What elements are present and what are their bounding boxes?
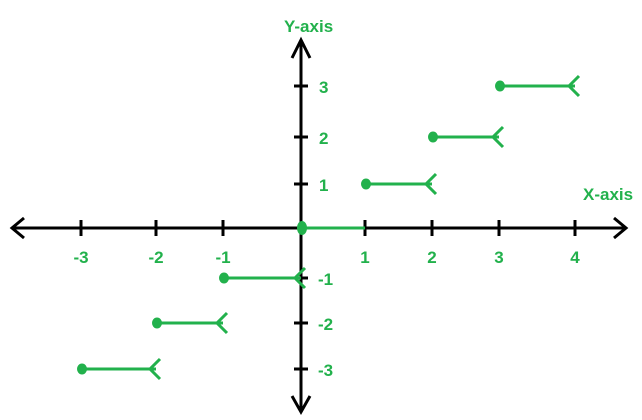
y-tick-label: -2 (318, 315, 333, 334)
open-endpoint-bracket (147, 357, 162, 381)
open-endpoint-bracket (566, 74, 581, 98)
step-segment (495, 74, 581, 98)
y-tick-label: 3 (319, 78, 328, 97)
step-segment (297, 221, 365, 235)
closed-endpoint-dot (297, 221, 307, 235)
x-tick-label: -3 (73, 248, 88, 267)
closed-endpoint-dot (428, 131, 438, 143)
step-segment (77, 357, 162, 381)
y-tick-label: -3 (318, 361, 333, 380)
y-axis-down-arrow-icon (290, 395, 312, 416)
closed-endpoint-dot (219, 272, 229, 284)
y-axis-up-arrow-icon (290, 36, 312, 59)
open-endpoint-bracket (292, 266, 307, 290)
closed-endpoint-dot (495, 80, 505, 92)
step-segment (428, 125, 505, 149)
x-tick-label: 2 (427, 248, 436, 267)
y-axis-title: Y-axis (284, 17, 333, 36)
x-tick-label: -2 (148, 248, 163, 267)
x-tick-label: 1 (360, 248, 369, 267)
step-segment (361, 172, 438, 196)
x-tick-label: 4 (570, 248, 580, 267)
y-tick-label: -1 (318, 270, 333, 289)
open-endpoint-bracket (490, 125, 505, 149)
y-tick-label: 1 (319, 176, 328, 195)
x-tick-label: -1 (215, 248, 230, 267)
open-endpoint-bracket (423, 172, 438, 196)
open-endpoint-bracket (214, 311, 229, 335)
y-tick-label: 2 (319, 129, 328, 148)
step-segment (152, 311, 229, 335)
closed-endpoint-dot (77, 363, 87, 375)
closed-endpoint-dot (152, 317, 162, 329)
closed-endpoint-dot (361, 178, 371, 190)
x-tick-label: 3 (494, 248, 503, 267)
x-axis-left-arrow-icon (9, 216, 25, 240)
x-axis-title: X-axis (583, 185, 633, 204)
x-axis-right-arrow-icon (613, 216, 629, 240)
step-segment (219, 266, 307, 290)
